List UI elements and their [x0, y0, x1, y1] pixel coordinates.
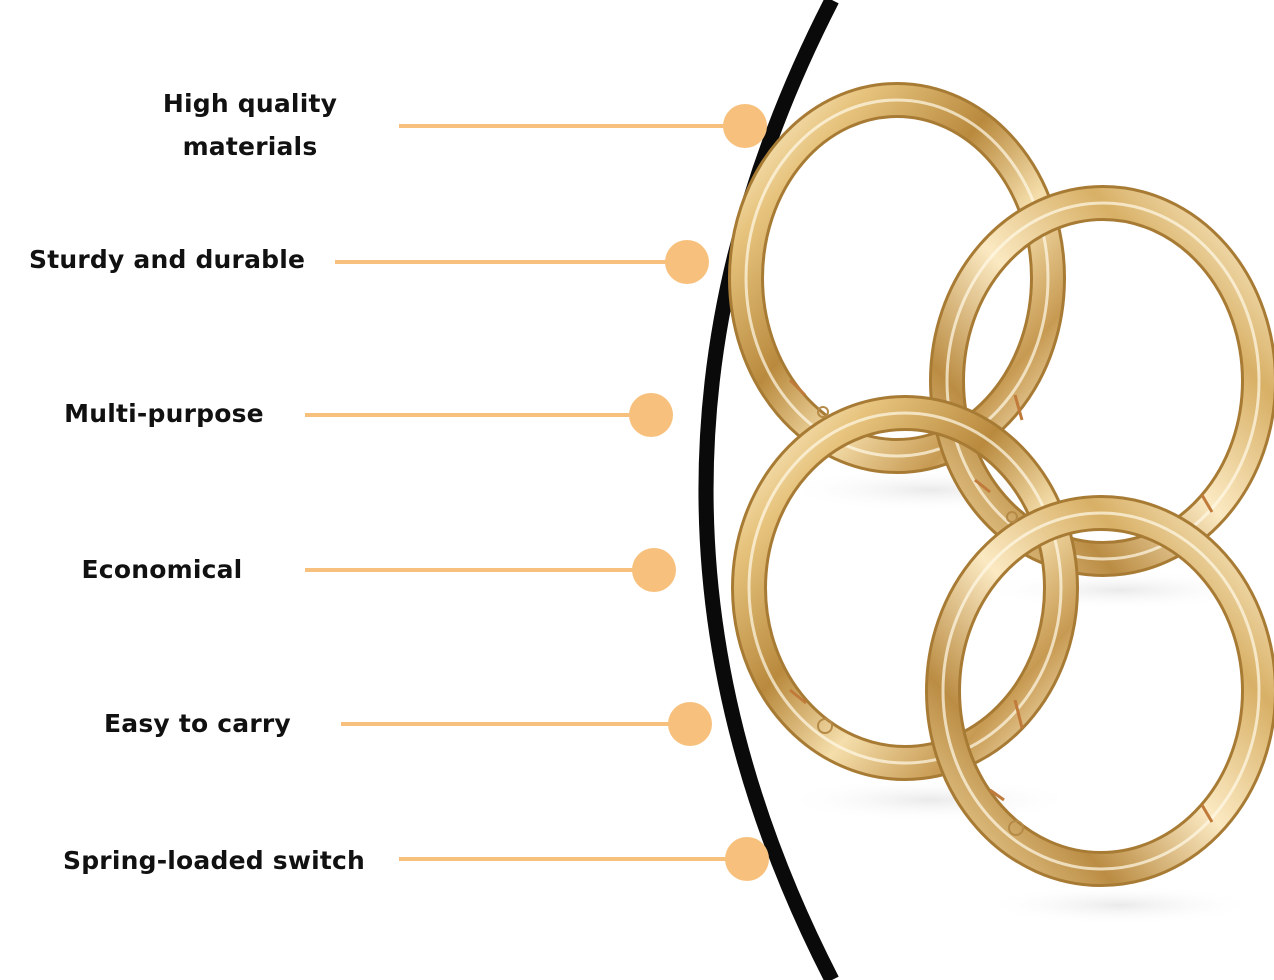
feature-label-line: High quality — [162, 89, 338, 118]
feature-label-line: Easy to carry — [104, 709, 291, 738]
orange-dot-icon — [665, 240, 709, 284]
orange-dot-icon — [632, 548, 676, 592]
feature-label-line: Multi-purpose — [64, 399, 264, 428]
gold-rings-icon — [728, 82, 1274, 925]
feature-label-line: Spring-loaded switch — [63, 846, 366, 875]
feature-label-durable: Sturdy and durable — [29, 238, 306, 281]
feature-label-economical: Economical — [72, 548, 252, 591]
orange-dot-icon — [668, 702, 712, 746]
orange-dot-icon — [629, 393, 673, 437]
feature-label-quality: High quality materials — [150, 82, 350, 168]
orange-dot-icon — [723, 104, 767, 148]
connector-lines — [305, 124, 747, 861]
feature-label-line: Economical — [81, 555, 243, 584]
feature-label-multipurpose: Multi-purpose — [64, 392, 264, 435]
feature-label-carry: Easy to carry — [104, 702, 291, 745]
bullet-dots — [629, 104, 769, 881]
feature-label-line: Sturdy and durable — [29, 245, 306, 274]
feature-label-spring: Spring-loaded switch — [63, 839, 366, 882]
orange-dot-icon — [725, 837, 769, 881]
divider-arc — [698, 0, 839, 980]
feature-label-line: materials — [182, 132, 318, 161]
